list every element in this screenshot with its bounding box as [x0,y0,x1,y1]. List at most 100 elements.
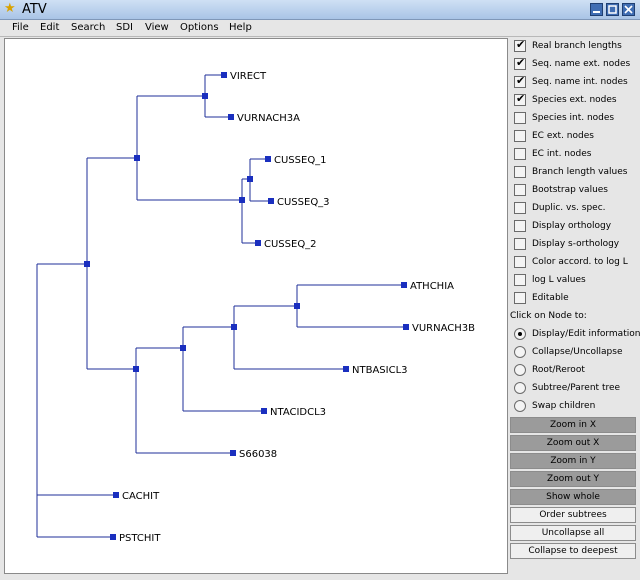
click-action-row-2[interactable]: Root/Reroot [514,362,640,378]
option-label: Real branch lengths [532,41,622,51]
tree-action-button-0[interactable]: Order subtrees [510,507,636,523]
tree-action-button-2[interactable]: Collapse to deepest [510,543,636,559]
leaf-node[interactable] [265,156,271,162]
leaf-node[interactable] [268,198,274,204]
leaf-label[interactable]: CUSSEQ_1 [274,155,327,166]
maximize-button[interactable] [606,3,619,16]
internal-node[interactable] [180,345,186,351]
leaf-label[interactable]: CUSSEQ_2 [264,239,317,250]
menu-options[interactable]: Options [180,22,219,33]
menu-view[interactable]: View [145,22,169,33]
internal-node[interactable] [247,176,253,182]
click-action-row-3[interactable]: Subtree/Parent tree [514,380,640,396]
minimize-icon [593,11,600,13]
internal-node[interactable] [134,155,140,161]
leaf-label[interactable]: CACHIT [122,491,160,502]
close-button[interactable] [622,3,635,16]
leaf-node[interactable] [110,534,116,540]
leaf-label[interactable]: CUSSEQ_3 [277,197,330,208]
option-checkbox[interactable] [514,292,526,304]
leaf-label[interactable]: VURNACH3B [412,323,475,334]
zoom-button-3[interactable]: Zoom out Y [510,471,636,487]
leaf-label[interactable]: S66038 [239,449,277,460]
option-checkbox[interactable] [514,148,526,160]
menu-help[interactable]: Help [229,22,252,33]
leaf-node[interactable] [401,282,407,288]
click-action-row-1[interactable]: Collapse/Uncollapse [514,344,640,360]
option-row-9[interactable]: Duplic. vs. spec. [514,200,640,216]
option-row-7[interactable]: Branch length values [514,164,640,180]
leaf-node[interactable] [221,72,227,78]
option-row-6[interactable]: EC int. nodes [514,146,640,162]
leaf-label[interactable]: NTACIDCL3 [270,407,326,418]
click-action-row-4[interactable]: Swap children [514,398,640,414]
leaf-node[interactable] [343,366,349,372]
click-action-label: Collapse/Uncollapse [532,347,623,357]
leaf-node[interactable] [113,492,119,498]
option-label: EC ext. nodes [532,131,594,141]
leaf-node[interactable] [230,450,236,456]
leaf-node[interactable] [255,240,261,246]
leaf-node[interactable] [403,324,409,330]
click-action-label: Subtree/Parent tree [532,383,621,393]
internal-node[interactable] [231,324,237,330]
option-checkbox[interactable] [514,166,526,178]
option-row-2[interactable]: ✔Seq. name int. nodes [514,74,640,90]
option-row-8[interactable]: Bootstrap values [514,182,640,198]
leaf-node[interactable] [228,114,234,120]
internal-node[interactable] [84,261,90,267]
option-checkbox[interactable]: ✔ [514,56,526,70]
leaf-label[interactable]: VURNACH3A [237,113,300,124]
option-row-14[interactable]: Editable [514,290,640,306]
leaf-node[interactable] [261,408,267,414]
option-row-1[interactable]: ✔Seq. name ext. nodes [514,56,640,72]
option-row-13[interactable]: log L values [514,272,640,288]
option-checkbox[interactable]: ✔ [514,74,526,88]
option-checkbox[interactable] [514,256,526,268]
maximize-icon [608,5,617,14]
option-checkbox[interactable] [514,202,526,214]
option-row-10[interactable]: Display orthology [514,218,640,234]
zoom-button-2[interactable]: Zoom in Y [510,453,636,469]
internal-node[interactable] [133,366,139,372]
zoom-button-0[interactable]: Zoom in X [510,417,636,433]
menu-search[interactable]: Search [71,22,106,33]
option-row-11[interactable]: Display s-orthology [514,236,640,252]
option-row-4[interactable]: Species int. nodes [514,110,640,126]
click-action-radio[interactable] [514,400,526,412]
internal-node[interactable] [239,197,245,203]
option-row-12[interactable]: Color accord. to log L [514,254,640,270]
option-checkbox[interactable] [514,274,526,286]
option-checkbox[interactable] [514,130,526,142]
click-action-radio[interactable] [514,364,526,376]
leaf-label[interactable]: ATHCHIA [410,281,454,292]
click-action-row-0[interactable]: Display/Edit information [514,326,640,342]
option-label: Editable [532,293,569,303]
option-checkbox[interactable]: ✔ [514,92,526,106]
option-row-0[interactable]: ✔ Real branch lengths [514,38,640,54]
tree-action-button-1[interactable]: Uncollapse all [510,525,636,541]
minimize-button[interactable] [590,3,603,16]
option-checkbox[interactable] [514,184,526,196]
menu-file[interactable]: File [12,22,29,33]
control-panel: ✔ Real branch lengths ✔Seq. name ext. node… [510,38,640,578]
click-action-radio[interactable] [514,328,526,340]
option-checkbox[interactable] [514,220,526,232]
menu-sdi[interactable]: SDI [116,22,133,33]
leaf-label[interactable]: VIRECT [230,71,267,82]
option-row-5[interactable]: EC ext. nodes [514,128,640,144]
option-checkbox[interactable] [514,112,526,124]
click-action-radio[interactable] [514,382,526,394]
internal-node[interactable] [294,303,300,309]
menu-edit[interactable]: Edit [40,22,60,33]
zoom-button-4[interactable]: Show whole [510,489,636,505]
leaf-label[interactable]: NTBASICL3 [352,365,408,376]
option-checkbox[interactable] [514,238,526,250]
internal-node[interactable] [202,93,208,99]
option-checkbox[interactable]: ✔ [514,38,526,52]
leaf-label[interactable]: PSTCHIT [119,533,161,544]
click-action-radio[interactable] [514,346,526,358]
option-row-3[interactable]: ✔Species ext. nodes [514,92,640,108]
zoom-button-1[interactable]: Zoom out X [510,435,636,451]
